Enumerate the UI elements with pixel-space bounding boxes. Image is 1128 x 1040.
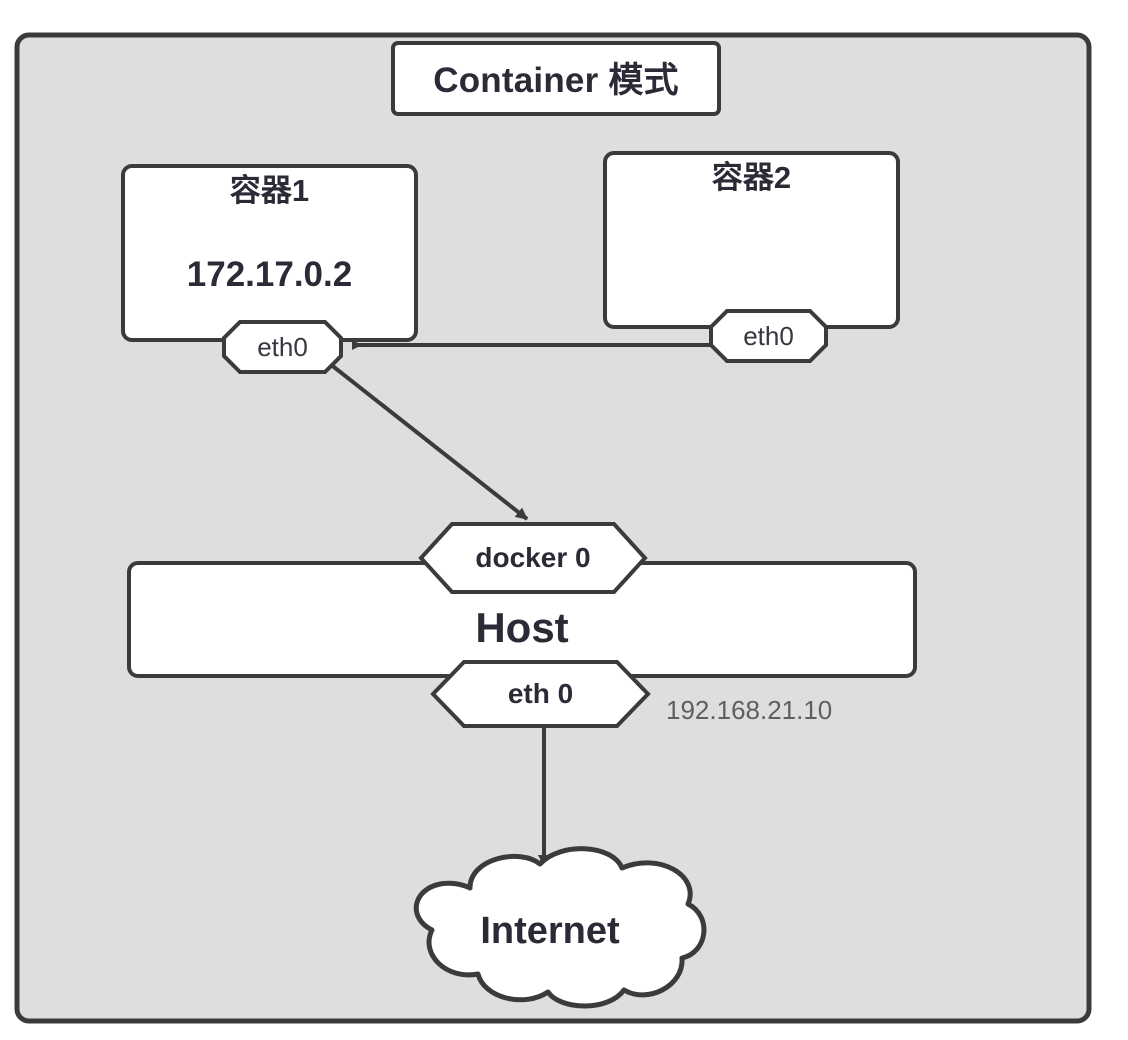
container1-ip: 172.17.0.2 <box>186 255 353 294</box>
host-eth0-badge <box>430 660 651 728</box>
container2-eth0-badge <box>709 309 828 363</box>
container2-eth0-label: eth0 <box>743 321 794 351</box>
link-container1-docker0 <box>323 358 529 521</box>
internet-label: Internet <box>480 910 620 952</box>
docker0-label: docker 0 <box>475 542 591 573</box>
container2-title: 容器2 <box>711 160 792 195</box>
internet-cloud <box>413 846 707 1009</box>
container1-eth0-badge <box>222 320 343 374</box>
page-title: Container 模式 <box>433 61 679 100</box>
title-box <box>391 41 721 116</box>
docker0-badge <box>418 522 648 594</box>
container1-eth0-label: eth0 <box>257 332 308 362</box>
host-eth0-label: eth 0 <box>507 678 574 709</box>
container1-title: 容器1 <box>229 173 310 208</box>
host-ip-label: 192.168.21.10 <box>666 695 833 725</box>
host-title: Host <box>475 604 569 651</box>
